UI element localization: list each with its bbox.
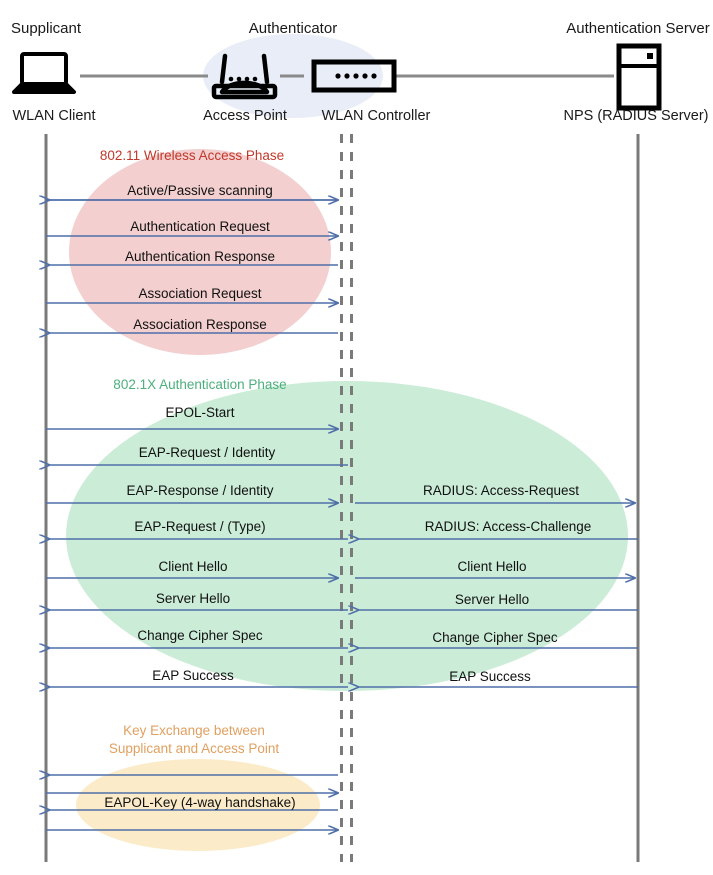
wlan-controller-icon [311, 59, 397, 93]
laptop-icon [12, 52, 76, 94]
phase-ellipse-keyexchange [76, 759, 320, 851]
actor-node-wlan-controller: WLAN Controller [321, 108, 431, 124]
phase-ellipse-80211 [69, 149, 331, 355]
messages-phase-key-exchange [46, 775, 338, 830]
phase-title-80211-wireless-access: 802.11 Wireless Access Phase [99, 148, 285, 163]
actor-node-wlan-client: WLAN Client [12, 108, 96, 124]
phase-title-8021x-authentication: 802.1X Authentication Phase [113, 377, 287, 392]
actor-role-authenticator: Authenticator [248, 20, 338, 37]
messages-phase-80211 [46, 200, 338, 333]
actor-node-nps-radius-server: NPS (RADIUS Server) [563, 108, 709, 124]
server-icon [616, 43, 662, 111]
actor-role-authentication-server: Authentication Server [566, 20, 710, 37]
actor-role-supplicant: Supplicant [10, 20, 82, 37]
access-point-icon [211, 53, 278, 100]
phase-ellipse-8021x [66, 381, 628, 691]
phase-title-key-exchange-line1: Key Exchange between [123, 723, 265, 738]
phase-title-key-exchange-line2: Supplicant and Access Point [108, 741, 280, 756]
messages-phase-8021x [46, 429, 638, 687]
actor-node-access-point: Access Point [203, 108, 287, 124]
